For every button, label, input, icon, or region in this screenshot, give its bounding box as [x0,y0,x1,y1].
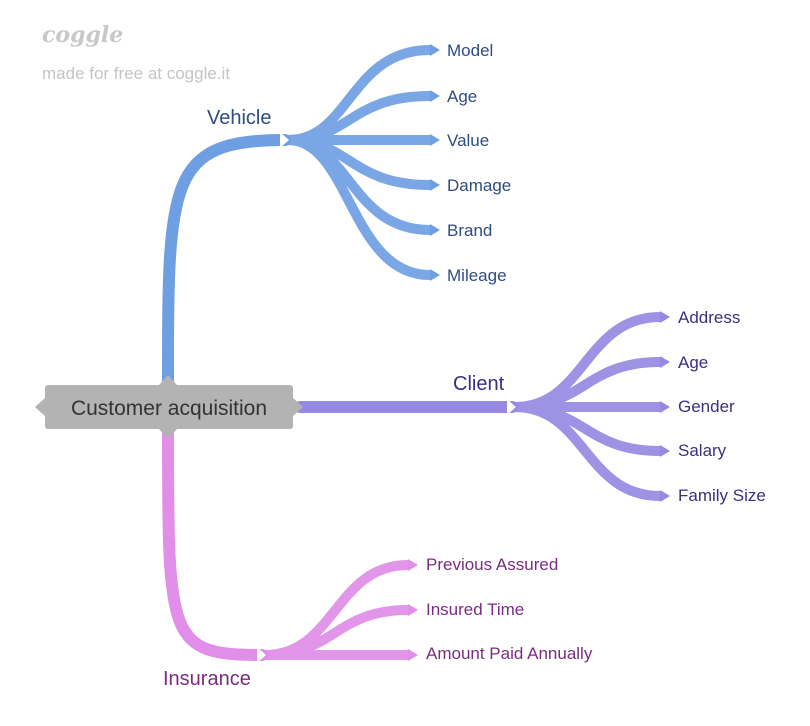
insurance-child-previous-assured[interactable]: Previous Assured [426,555,558,574]
client-child-salary[interactable]: Salary [678,441,727,460]
client-connector-age [514,357,661,412]
client-child-family-size[interactable]: Family Size [678,486,766,505]
client-child-gender[interactable]: Gender [678,397,735,416]
insurance-child-insured-time[interactable]: Insured Time [426,600,524,619]
client-child-address[interactable]: Address [678,308,740,327]
client-arrowheads [660,311,670,502]
insurance-arrow-previous-assured [408,559,418,571]
insurance-branch-label[interactable]: Insurance [163,668,251,690]
client-connector-family-size [514,402,661,501]
vehicle-child-value[interactable]: Value [447,131,489,150]
insurance-junction-chevron [257,647,266,663]
vehicle-arrow-age [430,90,440,102]
client-arrow-gender [660,401,670,413]
vehicle-branch-label[interactable]: Vehicle [207,107,272,129]
vehicle-child-damage[interactable]: Damage [447,176,511,195]
insurance-arrow-insured-time [408,604,418,616]
root-node[interactable]: Customer acquisition [35,375,303,439]
vehicle-branch-connector [162,134,291,391]
vehicle-child-age[interactable]: Age [447,87,477,106]
vehicle-arrow-damage [430,179,440,191]
vehicle-arrow-value [430,134,440,146]
client-child-age[interactable]: Age [678,353,708,372]
client-branch-label[interactable]: Client [453,373,505,395]
vehicle-child-brand[interactable]: Brand [447,221,492,240]
insurance-child-connectors [264,560,409,661]
root-node-top-arrow [159,375,177,385]
vehicle-connector-age [287,91,431,145]
vehicle-arrowheads [430,44,440,281]
coggle-tagline: made for free at coggle.it [42,64,231,83]
vehicle-child-mileage[interactable]: Mileage [447,266,507,285]
client-child-connectors [514,312,661,501]
client-arrow-family-size [660,490,670,502]
client-arrow-salary [660,445,670,457]
root-node-right-arrow [293,398,303,416]
insurance-branch-connector [162,424,268,661]
vehicle-child-model[interactable]: Model [447,41,493,60]
vehicle-arrow-model [430,44,440,56]
vehicle-arrow-brand [430,224,440,236]
vehicle-connector-mileage [287,135,431,280]
vehicle-arrow-mileage [430,269,440,281]
root-node-box [45,385,293,429]
client-arrow-age [660,356,670,368]
insurance-child-amount-paid-annually[interactable]: Amount Paid Annually [426,644,593,663]
coggle-logo: coggle [42,22,124,48]
vehicle-child-connectors [287,45,431,280]
root-node-label: Customer acquisition [71,397,267,420]
client-junction-chevron [507,399,516,415]
client-arrow-address [660,311,670,323]
insurance-arrow-amount-paid [408,649,418,661]
root-node-left-arrow [35,398,45,416]
vehicle-junction-chevron [280,132,289,148]
root-node-bottom-arrow [159,429,177,439]
insurance-arrowheads [408,559,418,661]
